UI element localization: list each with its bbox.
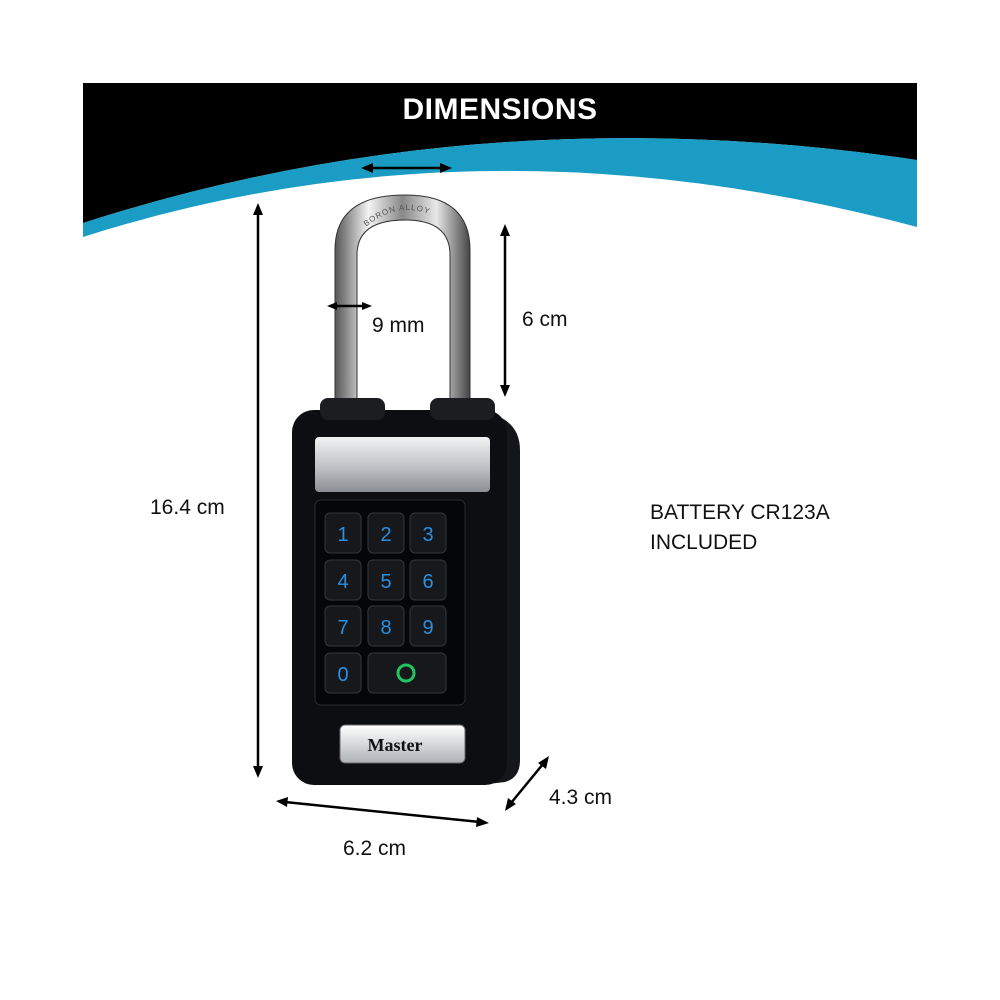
dimension-arrows — [253, 163, 549, 827]
shackle — [334, 194, 471, 406]
keypad-digit: 7 — [337, 617, 348, 639]
keypad-key-9[interactable] — [409, 605, 447, 647]
keypad-key-3[interactable] — [409, 512, 447, 554]
keypad-digit: 1 — [337, 524, 348, 546]
keypad-digit: 9 — [422, 617, 433, 639]
keypad-key-8[interactable] — [367, 605, 405, 647]
banner-title: DIMENSIONS — [402, 93, 598, 126]
height-total-label: 16.4 cm — [150, 496, 225, 519]
keypad-digit: 3 — [422, 524, 433, 546]
keypad-key-6[interactable] — [409, 559, 447, 601]
shackle-height-label: 6 cm — [522, 308, 568, 331]
keypad-key-1[interactable] — [324, 512, 362, 554]
keypad-key-2[interactable] — [367, 512, 405, 554]
banner-blue-arc — [83, 138, 917, 237]
keypad-key-4[interactable] — [324, 559, 362, 601]
shackle-diameter-label: 9 mm — [372, 314, 425, 337]
keypad-key-0[interactable] — [324, 652, 362, 694]
keypad-key-5[interactable] — [367, 559, 405, 601]
keypad-digit: 4 — [337, 571, 348, 593]
keypad-digit: 6 — [422, 571, 433, 593]
keypad-digit: 2 — [380, 524, 391, 546]
status-ring-icon — [396, 663, 416, 683]
unlock-key[interactable] — [367, 652, 447, 694]
keypad-digit: 0 — [337, 664, 348, 686]
silver-strip — [315, 437, 490, 492]
width-label: 6.2 cm — [343, 837, 407, 860]
keypad-key-7[interactable] — [324, 605, 362, 647]
depth-label: 4.3 cm — [549, 786, 613, 809]
keypad-digit: 8 — [380, 617, 391, 639]
battery-note-line1: BATTERY CR123A — [650, 501, 830, 524]
brand-logo: Master — [368, 735, 423, 755]
keypad-digit: 5 — [380, 571, 391, 593]
brand-plate — [339, 724, 466, 764]
battery-note-line2: INCLUDED — [650, 531, 758, 554]
banner-black — [83, 83, 917, 223]
